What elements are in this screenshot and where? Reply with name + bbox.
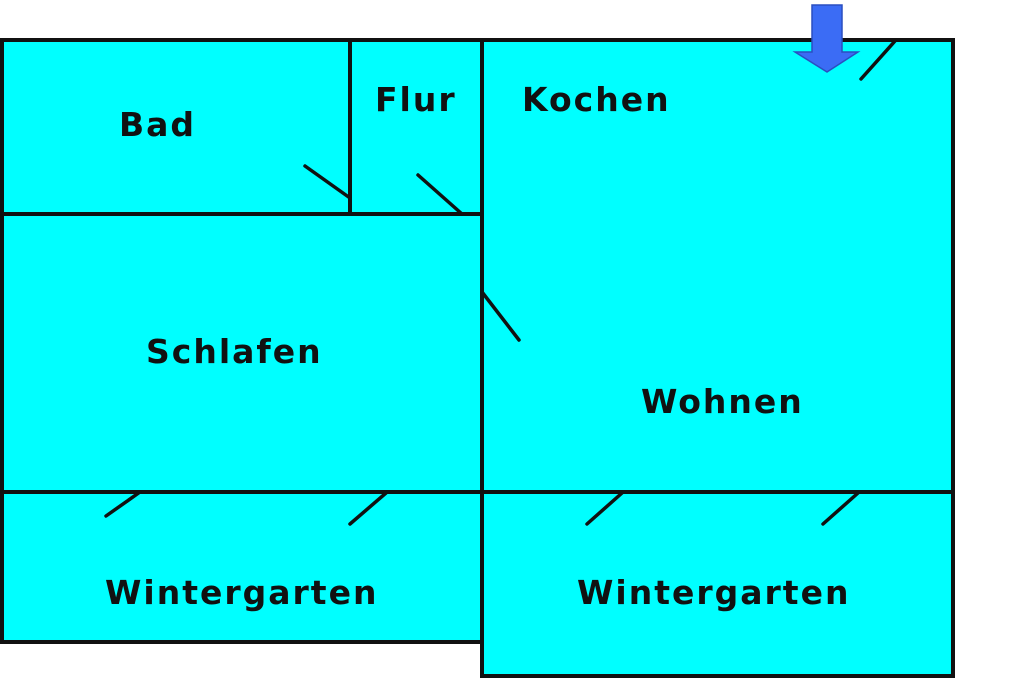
- label-flur: Flur: [375, 80, 457, 119]
- label-bad: Bad: [119, 105, 196, 144]
- room-wintergarten-left: [0, 490, 484, 644]
- label-wintergarten-right: Wintergarten: [577, 573, 850, 612]
- room-kochen-wohnen: [480, 38, 955, 494]
- room-schlafen: [0, 212, 484, 494]
- room-flur: [348, 38, 484, 216]
- label-kochen: Kochen: [522, 80, 671, 119]
- room-bad: [0, 38, 352, 216]
- door-swing-icon: [585, 491, 624, 526]
- door-swing-icon: [303, 164, 352, 200]
- door-swing-icon: [821, 491, 860, 526]
- label-schlafen: Schlafen: [146, 332, 323, 371]
- door-swing-icon: [348, 491, 388, 526]
- entrance-arrow-icon: [792, 4, 861, 73]
- door-swing-icon: [480, 290, 521, 342]
- door-swing-icon: [859, 39, 897, 81]
- door-swing-icon: [416, 173, 464, 216]
- door-swing-icon: [104, 490, 142, 518]
- label-wohnen: Wohnen: [641, 382, 804, 421]
- label-wintergarten-left: Wintergarten: [105, 573, 378, 612]
- room-wintergarten-right: [480, 490, 955, 678]
